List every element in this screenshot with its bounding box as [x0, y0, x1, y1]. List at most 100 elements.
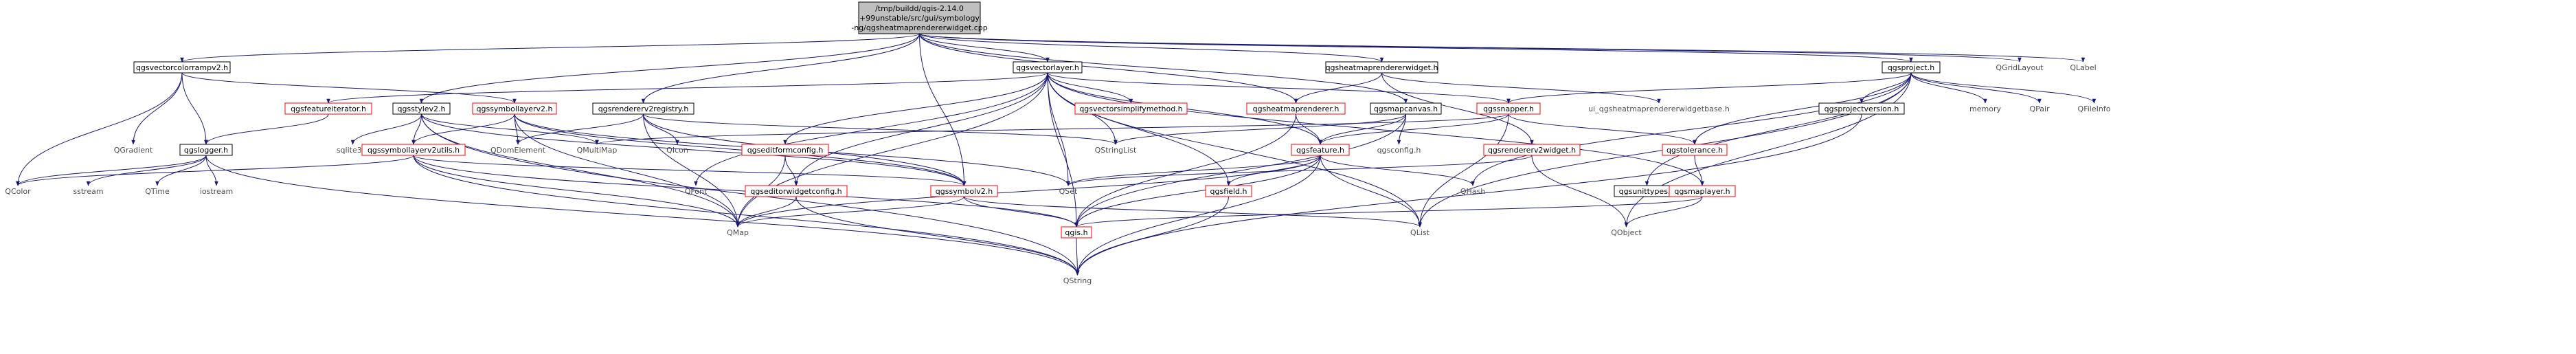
edge-line	[1066, 155, 1533, 186]
node-qgis[interactable]: qgis.h	[1061, 226, 1092, 239]
node-label: QList	[1410, 228, 1430, 237]
edge-root-to-qgsvectorcolorrampv2	[180, 33, 920, 63]
edge-qgsvectorlayer-to-QMap	[736, 72, 1048, 228]
edge-root-to-qgsproject	[919, 33, 1913, 63]
node-qgsvectorcolorrampv2[interactable]: qgsvectorcolorrampv2.h	[133, 61, 231, 74]
edge-line	[1075, 155, 1321, 276]
node-qgsheatmaprenderer[interactable]: qgsheatmaprenderer.h	[1246, 102, 1346, 115]
node-box	[592, 102, 694, 115]
node-qgsmapcanvas[interactable]: qgsmapcanvas.h	[1370, 102, 1442, 115]
edge-line	[1531, 155, 1629, 228]
node-qgsrendererv2widget[interactable]: qgsrendererv2widget.h	[1483, 144, 1581, 156]
node-box	[1061, 226, 1092, 239]
node-qgssymbollayerv2[interactable]: qgssymbollayerv2.h	[472, 102, 557, 115]
node-qgssymbollayerv2utils[interactable]: qgssymbollayerv2utils.h	[361, 144, 466, 156]
node-qgsprojectversion[interactable]: qgsprojectversion.h	[1818, 102, 1905, 115]
node-label: qgsunittypes.h	[1619, 187, 1675, 196]
edge-line	[595, 113, 1509, 145]
node-qgsvectorlayer[interactable]: qgsvectorlayer.h	[1013, 61, 1083, 74]
node-label: QFont	[685, 187, 708, 196]
node-qgseditformconfig[interactable]: qgseditformconfig.h	[741, 144, 829, 156]
edge-line	[1318, 113, 1509, 145]
node-iostream: iostream	[200, 187, 233, 196]
node-label: qgsfield.h	[1210, 187, 1247, 196]
node-QFileInfo: QFileInfo	[2078, 104, 2111, 113]
edge-line	[783, 72, 1048, 145]
edge-qgsstylev2-to-sqlite3	[350, 113, 422, 145]
edge-qgsheatmaprendererwidget-to-qgsheatmaprenderer	[1293, 72, 1382, 104]
node-qgsfield[interactable]: qgsfield.h	[1205, 185, 1252, 197]
edge-line	[1047, 72, 1511, 104]
node-qgsfeature[interactable]: qgsfeature.h	[1291, 144, 1350, 156]
node-qgssnapper[interactable]: qgssnapper.h	[1476, 102, 1541, 115]
node-label: qgssymbollayerv2utils.h	[368, 146, 460, 155]
edge-line	[1910, 72, 2097, 104]
edge-qgsprojectversion-to-QString	[1075, 113, 1862, 276]
edge-line	[1381, 72, 1534, 145]
node-label: QColor	[5, 187, 31, 196]
edge-line	[514, 113, 740, 228]
edge-line	[419, 33, 920, 104]
edge-line	[131, 72, 183, 145]
node-label: QGridLayout	[1996, 63, 2044, 72]
node-box	[1483, 144, 1581, 156]
node-label: QStringList	[1095, 146, 1137, 155]
edge-qgsrendererv2widget-to-QSet	[1066, 155, 1533, 186]
node-qgsconfig: qgsconfig.h	[1377, 146, 1421, 155]
edge-qgsvectorlayer-to-qgsfield	[1047, 72, 1231, 186]
edge-qgsvectorlayer-to-qgssnapper	[1047, 72, 1511, 104]
node-box	[1370, 102, 1442, 115]
edge-line	[784, 155, 798, 186]
node-label: ui_qgsheatmaprendererwidgetbase.h	[1588, 104, 1730, 113]
edge-line	[919, 33, 2085, 63]
edge-line	[1320, 155, 1422, 228]
node-QMultiMap: QMultiMap	[577, 146, 618, 155]
node-qgseditorwidgetconfig[interactable]: qgseditorwidgetconfig.h	[745, 185, 848, 197]
node-label: qgstolerance.h	[1667, 146, 1723, 155]
edge-qgsstylev2-to-qgssymbolv2	[421, 113, 967, 186]
node-qgsmaplayer[interactable]: qgsmaplayer.h	[1669, 185, 1736, 197]
edge-qgsvectorlayer-to-qgseditformconfig	[783, 72, 1048, 145]
edge-line	[643, 113, 679, 145]
edge-qgsmaplayer-to-qgis	[1074, 196, 1703, 228]
node-qgslogger[interactable]: qgslogger.h	[179, 144, 233, 156]
node-label: qgsfeatureiterator.h	[291, 104, 366, 113]
node-qgsunittypes[interactable]: qgsunittypes.h	[1614, 185, 1680, 197]
edge-line	[1293, 72, 1382, 104]
node-label: QObject	[1611, 228, 1642, 237]
node-qgsproject[interactable]: qgsproject.h	[1882, 61, 1941, 74]
node-label: QPair	[2029, 104, 2050, 113]
node-qgssymbolv2[interactable]: qgssymbolv2.h	[930, 185, 998, 197]
node-qgstolerance[interactable]: qgstolerance.h	[1662, 144, 1728, 156]
node-label: qgsrendererv2widget.h	[1488, 146, 1576, 155]
edge-qgssymbollayerv2utils-to-QMap	[413, 155, 740, 228]
edge-line	[1910, 72, 1987, 104]
node-qgsrendererv2registry[interactable]: qgsrendererv2registry.h	[592, 102, 694, 115]
node-QString: QString	[1063, 276, 1092, 285]
node-QFont: QFont	[685, 187, 708, 196]
edge-line	[413, 155, 967, 186]
edge-qgsproject-to-memory	[1910, 72, 1987, 104]
node-root[interactable]: /tmp/buildd/qgis-2.14.0+99unstable/src/g…	[851, 1, 988, 34]
node-QLabel: QLabel	[2070, 63, 2096, 72]
edge-qgsmapcanvas-to-qgis	[1074, 113, 1406, 228]
edge-line	[919, 33, 1050, 63]
node-qgsvectorsimplifymethod[interactable]: qgsvectorsimplifymethod.h	[1074, 102, 1188, 115]
edge-line	[16, 72, 183, 186]
edge-qgsvectorcolorrampv2-to-qgslogger	[181, 72, 208, 145]
node-qgsfeatureiterator[interactable]: qgsfeatureiterator.h	[284, 102, 372, 115]
node-label: QMap	[727, 228, 749, 237]
edge-qgsmaplayer-to-QObject	[1624, 196, 1703, 228]
edge-line	[413, 155, 1080, 276]
node-box	[1818, 102, 1905, 115]
edge-root-to-qgssymbolv2	[919, 33, 967, 186]
edge-qgsmapcanvas-to-QStringList	[1114, 113, 1406, 145]
edge-line	[919, 33, 967, 186]
node-memory: memory	[1969, 104, 2001, 113]
edge-line	[641, 33, 920, 104]
node-qgsstylev2[interactable]: qgsstylev2.h	[392, 102, 451, 115]
edge-line	[181, 72, 517, 104]
node-QGridLayout: QGridLayout	[1996, 63, 2044, 72]
node-qgsheatmaprendererwidget[interactable]: qgsheatmaprendererwidget.h	[1325, 61, 1438, 74]
